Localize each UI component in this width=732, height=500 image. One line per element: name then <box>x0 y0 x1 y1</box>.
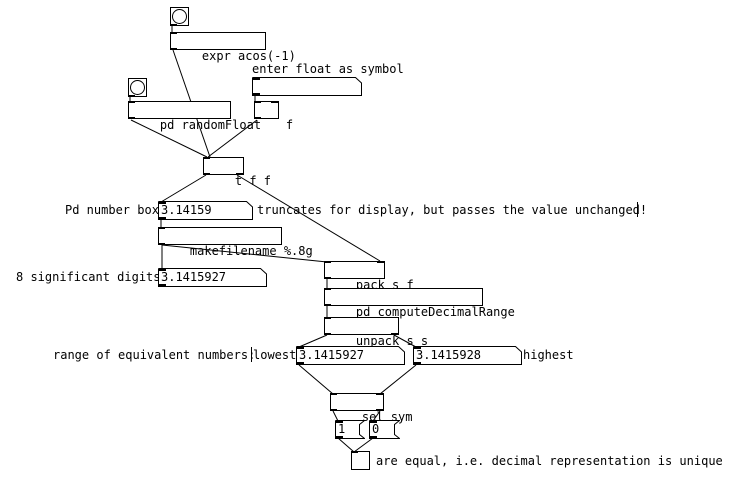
text-cursor <box>637 202 638 217</box>
comment-truncates: truncates for display, but passes the va… <box>257 203 648 217</box>
symbol-atom-entry[interactable] <box>252 77 362 96</box>
object-trigger[interactable]: t f f <box>203 157 271 188</box>
number-box-pd-value: 3.14159 <box>161 203 212 217</box>
cord-highest-to-sel-right <box>379 364 417 395</box>
bang-expr[interactable] <box>170 7 189 26</box>
number-box-pd[interactable] <box>158 201 253 220</box>
message-box-one[interactable] <box>335 420 365 439</box>
comment-highest: highest <box>523 348 574 362</box>
bang-circle-icon <box>172 9 187 24</box>
symbol-atom-eight-digits-value: 3.1415927 <box>161 270 227 284</box>
comment-pd-number-box: Pd number box <box>65 203 159 217</box>
message-box-zero-label: 0 <box>372 422 380 436</box>
object-compute-label: pd computeDecimalRange <box>355 305 515 319</box>
object-f[interactable]: f <box>254 101 293 132</box>
object-randomfloat-label: pd randomFloat <box>159 118 262 132</box>
object-unpack-label: unpack s s <box>355 334 429 348</box>
symbol-atom-value <box>254 78 256 96</box>
object-pack[interactable]: pack s f <box>324 261 414 292</box>
symbol-atom-lowest[interactable] <box>296 346 405 365</box>
object-expr-label: expr acos(-1) <box>201 49 296 63</box>
bang-circle-icon <box>130 80 145 95</box>
symbol-atom-lowest-value: 3.1415927 <box>299 348 365 362</box>
object-f-label: f <box>285 118 294 132</box>
comment-eight-digits: 8 significant digits <box>16 270 161 284</box>
object-trigger-label: t f f <box>234 174 272 188</box>
object-pd-compute-decimal-range[interactable]: pd computeDecimalRange <box>324 288 515 319</box>
symbol-atom-highest[interactable] <box>413 346 522 365</box>
cord-trigger-left-to-numbox <box>160 174 207 203</box>
comment-range: range of equivalent numbers: <box>53 348 256 362</box>
object-makefilename[interactable]: makefilename %.8g <box>158 227 313 258</box>
comment-equal: are equal, i.e. decimal representation i… <box>376 454 723 468</box>
symbol-atom-eight-digits[interactable] <box>158 268 267 287</box>
text-cursor <box>251 347 252 362</box>
object-sel[interactable]: sel sym <box>330 393 412 424</box>
toggle-equal[interactable] <box>351 451 370 470</box>
object-pd-randomfloat[interactable]: pd randomFloat <box>128 101 261 132</box>
message-box-one-label: 1 <box>338 422 346 436</box>
comment-enter-float: enter float as symbol <box>252 62 404 76</box>
object-unpack[interactable]: unpack s s <box>324 317 428 348</box>
symbol-atom-highest-value: 3.1415928 <box>416 348 482 362</box>
bang-randomfloat[interactable] <box>128 78 147 97</box>
message-box-zero[interactable] <box>369 420 400 439</box>
object-makefilename-label: makefilename %.8g <box>189 244 313 258</box>
comment-lowest: lowest <box>253 348 297 362</box>
pd-patch-canvas[interactable]: expr acos(-1) enter float as symbol pd r… <box>0 0 732 477</box>
object-expr-acos[interactable]: expr acos(-1) <box>170 32 296 63</box>
